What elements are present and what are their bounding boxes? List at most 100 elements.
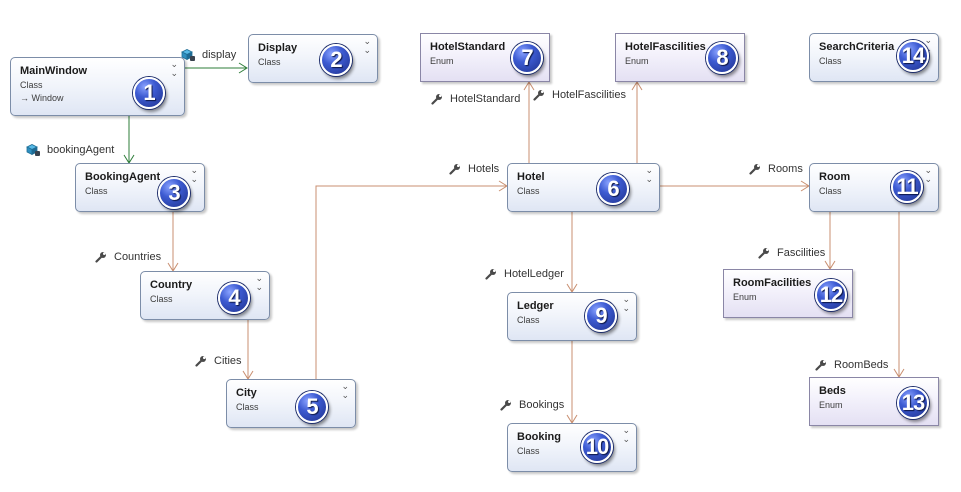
number-badge: 7 — [511, 42, 543, 74]
shape-kind: Class — [517, 446, 540, 456]
shape-kind: Class — [819, 56, 842, 66]
expand-chevron-icon[interactable]: ⌄⌄ — [622, 425, 630, 444]
shape-kind: Class — [85, 186, 108, 196]
number-badge: 10 — [581, 431, 613, 463]
assoc-label-text: RoomBeds — [834, 359, 889, 371]
number-badge: 12 — [815, 279, 847, 311]
shape-name: BookingAgent — [85, 171, 161, 183]
assoc-label-text: HotelStandard — [450, 93, 521, 105]
number-badge: 11 — [891, 171, 923, 203]
shape-kind: Enum — [430, 56, 454, 66]
shape-kind: Class — [20, 80, 43, 90]
assoc-label-text: display — [202, 49, 237, 61]
number-badge: 9 — [585, 300, 617, 332]
shape-kind: Class — [517, 315, 540, 325]
shape-kind: Class — [150, 294, 173, 304]
assoc-label-hotelstandard: HotelStandard — [431, 93, 520, 105]
assoc-label-hotels: Hotels — [449, 163, 499, 175]
wrench-icon — [485, 269, 496, 280]
assoc-label-bookingagent: bookingAgent — [26, 143, 114, 157]
shape-name: SearchCriteria — [819, 41, 895, 53]
assoc-label-rooms: Rooms — [749, 163, 803, 175]
shape-kind: Class — [236, 402, 259, 412]
shape-kind: Class — [258, 57, 281, 67]
field-icon — [181, 49, 195, 61]
enum-shape-beds[interactable]: Beds Enum 13 — [809, 377, 939, 426]
wrench-icon — [533, 90, 544, 101]
expand-chevron-icon[interactable]: ⌄⌄ — [645, 165, 653, 184]
class-shape-room[interactable]: Room Class ⌄⌄ 11 — [809, 163, 939, 212]
shape-name: MainWindow — [20, 65, 88, 77]
shape-name: Country — [150, 279, 193, 291]
assoc-label-text: HotelLedger — [504, 268, 564, 280]
class-shape-display[interactable]: Display Class ⌄⌄ 2 — [248, 34, 378, 83]
shape-name: Beds — [819, 385, 846, 397]
shape-kind: Enum — [733, 292, 757, 302]
shape-name: Ledger — [517, 300, 554, 312]
wrench-icon — [749, 164, 760, 175]
arrowhead — [238, 62, 248, 74]
shape-name: Booking — [517, 431, 561, 443]
assoc-label-text: Cities — [214, 355, 242, 367]
class-shape-country[interactable]: Country Class ⌄⌄ 4 — [140, 271, 270, 320]
expand-chevron-icon[interactable]: ⌄⌄ — [363, 36, 371, 55]
number-badge: 6 — [597, 173, 629, 205]
assoc-label-bookings: Bookings — [500, 399, 564, 411]
assoc-label-hotelfascilities: HotelFascilities — [533, 89, 626, 101]
number-badge: 5 — [296, 391, 328, 423]
number-badge: 3 — [158, 177, 190, 209]
class-shape-mainwindow[interactable]: MainWindow Class → Window ⌄⌄ 1 — [10, 57, 185, 116]
wrench-icon — [815, 360, 826, 371]
wrench-icon — [195, 356, 206, 367]
shape-kind: Enum — [625, 56, 649, 66]
assoc-label-text: Hotels — [468, 163, 500, 175]
number-badge: 14 — [897, 40, 929, 72]
assoc-label-text: Bookings — [519, 399, 565, 411]
connector-hotels — [315, 185, 506, 380]
number-badge: 8 — [706, 42, 738, 74]
shape-name: HotelFascilities — [625, 41, 706, 53]
expand-chevron-icon[interactable]: ⌄⌄ — [255, 273, 263, 292]
base-class: → Window — [20, 93, 64, 103]
assoc-label-fascilities: Fascilities — [758, 247, 825, 259]
shape-name: Hotel — [517, 171, 545, 183]
class-shape-hotel[interactable]: Hotel Class ⌄⌄ 6 — [507, 163, 660, 212]
enum-shape-hotelfascilities[interactable]: HotelFascilities Enum 8 — [615, 33, 745, 82]
field-icon — [26, 144, 40, 156]
class-shape-ledger[interactable]: Ledger Class ⌄⌄ 9 — [507, 292, 637, 341]
shape-kind: Enum — [819, 400, 843, 410]
assoc-label-countries: Countries — [95, 251, 161, 263]
expand-chevron-icon[interactable]: ⌄⌄ — [924, 165, 932, 184]
shape-name: City — [236, 387, 257, 399]
expand-chevron-icon[interactable]: ⌄⌄ — [170, 59, 178, 78]
assoc-label-cities: Cities — [195, 355, 242, 367]
wrench-icon — [449, 164, 460, 175]
wrench-icon — [500, 400, 511, 411]
expand-chevron-icon[interactable]: ⌄⌄ — [622, 294, 630, 313]
shape-name: RoomFacilities — [733, 277, 812, 289]
expand-chevron-icon[interactable]: ⌄⌄ — [924, 35, 932, 54]
shape-kind: Class — [517, 186, 540, 196]
number-badge: 4 — [218, 282, 250, 314]
arrowhead — [523, 81, 535, 91]
number-badge: 2 — [320, 44, 352, 76]
shape-kind: Class — [819, 186, 842, 196]
assoc-label-roombeds: RoomBeds — [815, 359, 888, 371]
expand-chevron-icon[interactable]: ⌄⌄ — [341, 381, 349, 400]
assoc-label-hotelledger: HotelLedger — [485, 268, 564, 280]
number-badge: 1 — [133, 77, 165, 109]
enum-shape-roomfacilities[interactable]: RoomFacilities Enum 12 — [723, 269, 853, 318]
assoc-label-text: Countries — [114, 251, 162, 263]
class-shape-city[interactable]: City Class ⌄⌄ 5 — [226, 379, 356, 428]
class-shape-bookingagent[interactable]: BookingAgent Class ⌄⌄ 3 — [75, 163, 205, 212]
assoc-label-text: HotelFascilities — [552, 89, 626, 101]
assoc-label-display: display — [181, 48, 236, 62]
wrench-icon — [95, 252, 106, 263]
expand-chevron-icon[interactable]: ⌄⌄ — [190, 165, 198, 184]
class-shape-booking[interactable]: Booking Class ⌄⌄ 10 — [507, 423, 637, 472]
class-shape-searchcriteria[interactable]: SearchCriteria Class ⌄⌄ 14 — [809, 33, 939, 82]
enum-shape-hotelstandard[interactable]: HotelStandard Enum 7 — [420, 33, 550, 82]
number-badge: 13 — [897, 387, 929, 419]
shape-name: Display — [258, 42, 298, 54]
